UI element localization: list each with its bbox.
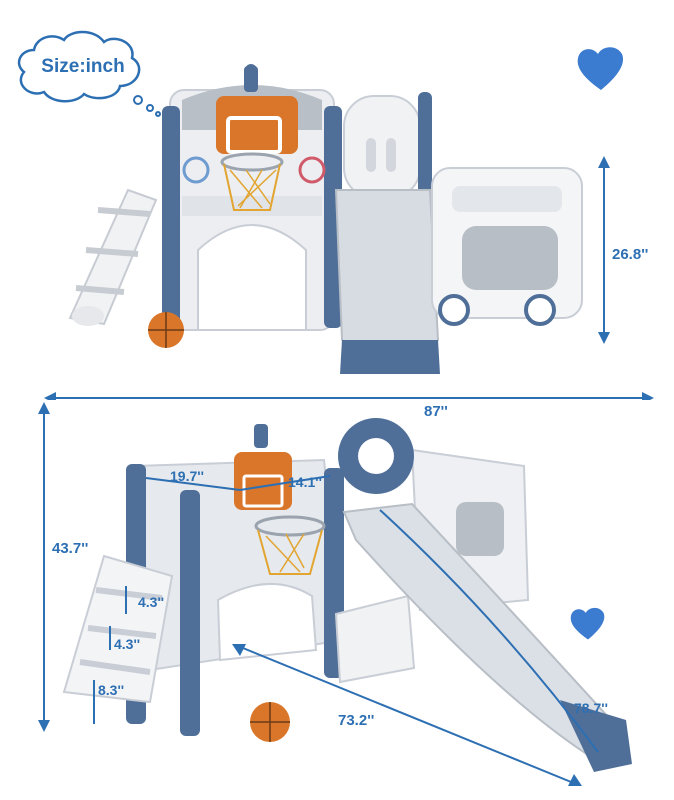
ladder [68, 188, 158, 326]
dim-total-height: 43.7'' [52, 540, 89, 557]
dim-step-3: 8.3'' [98, 682, 125, 698]
dim-top-height: 26.8'' [612, 246, 649, 263]
playset-front-view [44, 64, 654, 400]
size-badge-label: Size:inch [41, 56, 125, 77]
dim-width-a: 19.7'' [170, 468, 204, 484]
dim-total-length: 87'' [424, 403, 448, 420]
playset-perspective-view [38, 402, 632, 786]
dim-step-1: 4.3'' [138, 594, 165, 610]
dim-step-2: 4.3'' [114, 636, 141, 652]
heart-icon-small [570, 607, 605, 640]
dim-slide-length: 78.7'' [574, 700, 608, 716]
heart-icon [577, 47, 624, 90]
dim-base-length: 73.2'' [338, 712, 375, 729]
dim-width-b: 14.1'' [288, 474, 322, 490]
